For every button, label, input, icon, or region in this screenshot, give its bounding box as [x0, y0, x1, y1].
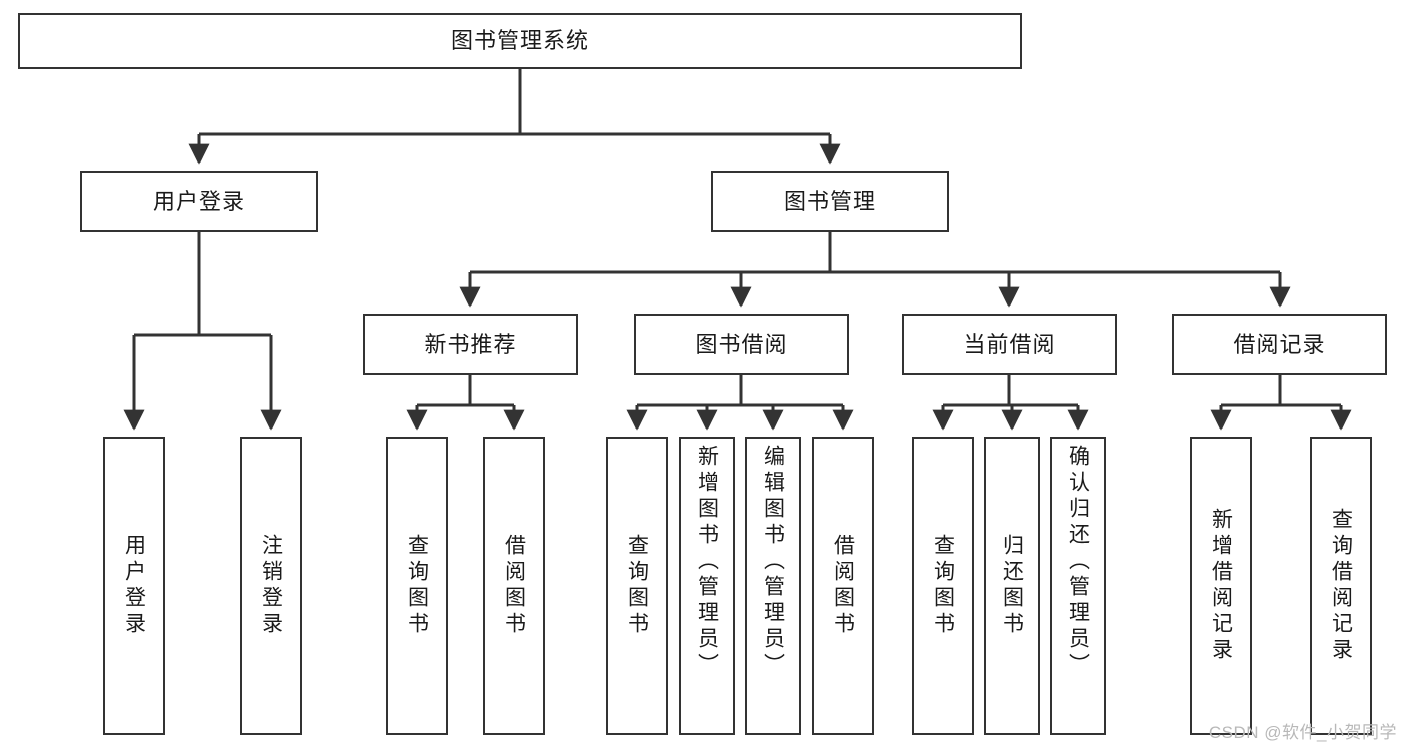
leaf-node[interactable]: 确认归还（管理员） — [1050, 437, 1106, 735]
node-current-borrow[interactable]: 当前借阅 — [902, 314, 1117, 375]
leaf-node-label: 用户登录 — [122, 534, 146, 638]
node-book-borrow-label: 图书借阅 — [695, 331, 788, 357]
leaf-node[interactable]: 新增图书（管理员） — [679, 437, 735, 735]
leaf-node-label: 查询图书 — [931, 534, 955, 638]
leaf-node[interactable]: 注销登录 — [240, 437, 302, 735]
node-new-book-recommend[interactable]: 新书推荐 — [363, 314, 578, 375]
node-book-management-label: 图书管理 — [783, 188, 876, 214]
node-new-book-recommend-label: 新书推荐 — [424, 331, 517, 357]
leaf-node[interactable]: 查询图书 — [386, 437, 448, 735]
leaf-node[interactable]: 用户登录 — [103, 437, 165, 735]
leaf-node-label: 归还图书 — [1000, 534, 1024, 638]
node-user-login-label: 用户登录 — [152, 188, 245, 214]
leaf-node[interactable]: 查询图书 — [912, 437, 974, 735]
node-current-borrow-label: 当前借阅 — [963, 331, 1056, 357]
leaf-node[interactable]: 借阅图书 — [812, 437, 874, 735]
leaf-node[interactable]: 借阅图书 — [483, 437, 545, 735]
node-borrow-records[interactable]: 借阅记录 — [1172, 314, 1387, 375]
node-book-borrow[interactable]: 图书借阅 — [634, 314, 849, 375]
leaf-node-label: 注销登录 — [259, 534, 283, 638]
node-user-login[interactable]: 用户登录 — [80, 171, 318, 232]
leaf-node[interactable]: 编辑图书（管理员） — [745, 437, 801, 735]
leaf-node-label: 确认归还（管理员） — [1066, 445, 1090, 679]
leaf-node[interactable]: 新增借阅记录 — [1190, 437, 1252, 735]
node-borrow-records-label: 借阅记录 — [1233, 331, 1326, 357]
node-root[interactable]: 图书管理系统 — [18, 13, 1022, 69]
leaf-node-label: 新增图书（管理员） — [695, 445, 719, 679]
leaf-node-label: 查询图书 — [625, 534, 649, 638]
leaf-node[interactable]: 查询图书 — [606, 437, 668, 735]
leaf-node[interactable]: 查询借阅记录 — [1310, 437, 1372, 735]
leaf-node-label: 查询借阅记录 — [1329, 508, 1353, 664]
leaf-node-label: 查询图书 — [405, 534, 429, 638]
node-book-management[interactable]: 图书管理 — [711, 171, 949, 232]
node-root-label: 图书管理系统 — [450, 28, 589, 54]
leaf-node-label: 编辑图书（管理员） — [761, 445, 785, 679]
leaf-node[interactable]: 归还图书 — [984, 437, 1040, 735]
leaf-node-label: 新增借阅记录 — [1209, 508, 1233, 664]
leaf-node-label: 借阅图书 — [502, 534, 526, 638]
leaf-node-label: 借阅图书 — [831, 534, 855, 638]
